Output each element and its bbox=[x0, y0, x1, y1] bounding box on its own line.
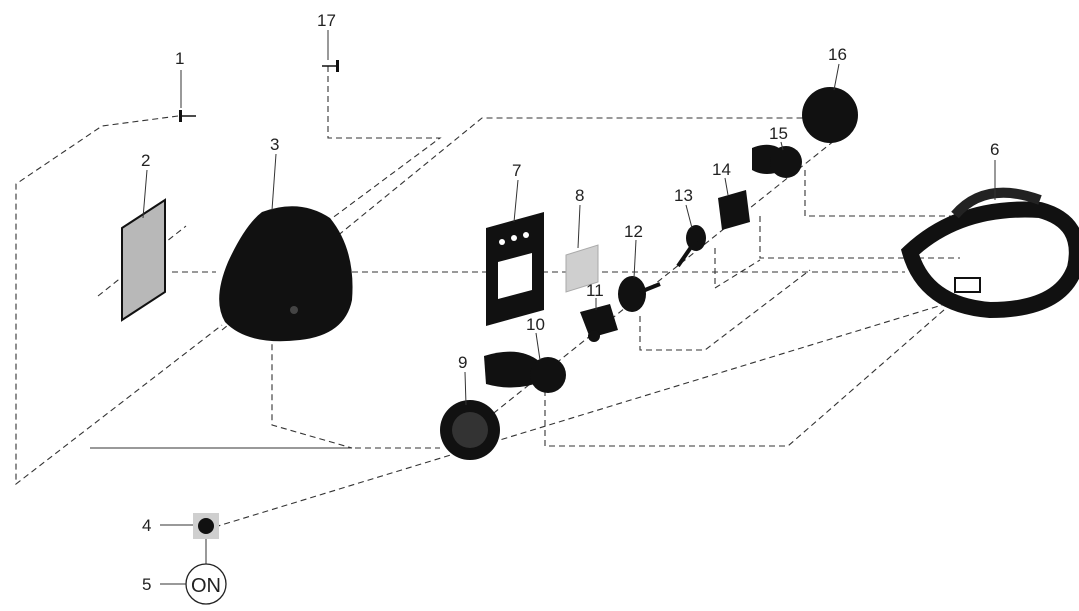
leader-lines bbox=[142, 30, 996, 585]
callout-3: 3 bbox=[270, 135, 279, 154]
assembly-lines bbox=[15, 66, 975, 531]
callout-11: 11 bbox=[586, 281, 604, 300]
callout-4: 4 bbox=[142, 516, 151, 535]
part-6-headband bbox=[900, 187, 1079, 319]
callouts: 1 2 3 4 5 6 7 8 9 10 11 12 13 14 15 16 1… bbox=[141, 11, 999, 594]
callout-7: 7 bbox=[512, 161, 521, 180]
part-17-screw bbox=[322, 60, 339, 72]
callout-15: 15 bbox=[769, 124, 788, 143]
callout-8: 8 bbox=[575, 186, 584, 205]
callout-13: 13 bbox=[674, 186, 693, 205]
callout-16: 16 bbox=[828, 45, 847, 64]
callout-5: 5 bbox=[142, 575, 151, 594]
callout-14: 14 bbox=[712, 160, 731, 179]
part-4-button bbox=[193, 513, 219, 539]
part-11-plate bbox=[580, 304, 618, 338]
part-7-frame bbox=[486, 212, 544, 326]
switch-text: ON bbox=[191, 575, 221, 597]
part-11-nut bbox=[588, 330, 600, 342]
callout-17: 17 bbox=[317, 11, 336, 30]
part-14-plate bbox=[718, 190, 750, 230]
part-15-ratchet bbox=[752, 144, 802, 178]
part-9-knob bbox=[440, 400, 500, 460]
callout-10: 10 bbox=[526, 315, 545, 334]
callout-9: 9 bbox=[458, 353, 467, 372]
part-3-shell bbox=[219, 206, 353, 342]
shell-hole bbox=[290, 306, 298, 314]
part-13-bolt bbox=[676, 225, 706, 268]
callout-6: 6 bbox=[990, 140, 999, 159]
callout-2: 2 bbox=[141, 151, 150, 170]
part-2-filter bbox=[121, 198, 166, 322]
part-1-screw bbox=[179, 110, 196, 122]
part-8-lens bbox=[565, 244, 599, 293]
callout-1: 1 bbox=[175, 49, 184, 68]
part-10-ratchet bbox=[484, 351, 566, 393]
part-5-switch: ON bbox=[185, 563, 227, 605]
callout-12: 12 bbox=[624, 222, 643, 241]
part-16-knob bbox=[802, 87, 858, 143]
part-12-cap bbox=[618, 276, 661, 312]
